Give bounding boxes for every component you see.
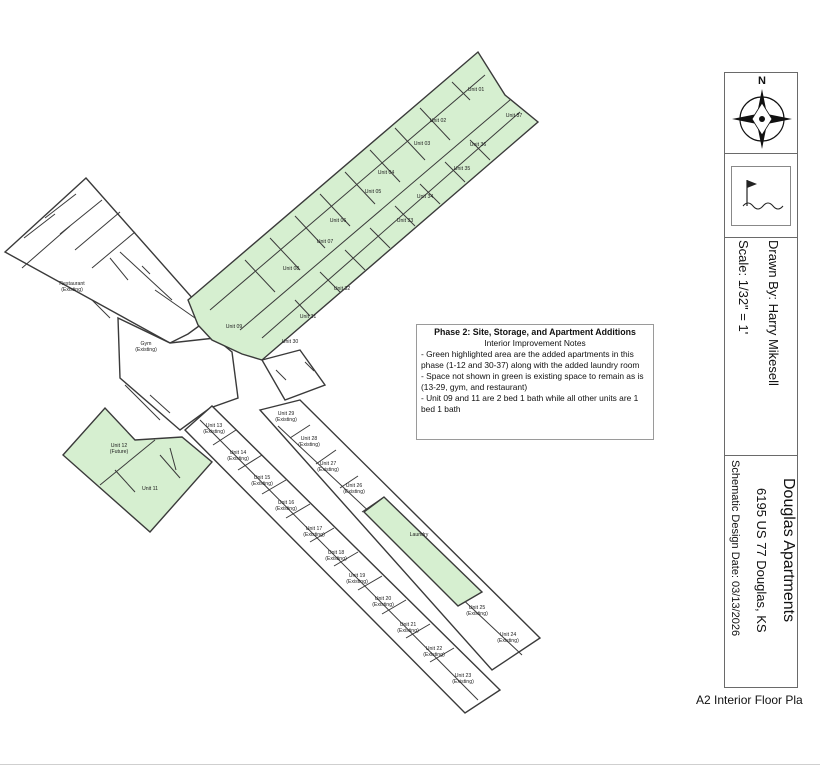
room-labels: Unit 01 Unit 37 Unit 02 Unit 36 Unit 03 … bbox=[59, 87, 522, 685]
planning-logo-icon bbox=[742, 180, 784, 210]
project-address: 6195 US 77 Douglas, KS bbox=[754, 488, 769, 633]
unit-24-label: Unit 24(Existing) bbox=[497, 632, 519, 644]
unit-29-label: Unit 29(Existing) bbox=[275, 411, 297, 423]
unit-26-label: Unit 26(Existing) bbox=[343, 483, 365, 495]
phase-date: Schematic Design Date: 03/13/2026 bbox=[729, 460, 741, 637]
interior-improvement-notes: Phase 2: Site, Storage, and Apartment Ad… bbox=[416, 324, 654, 440]
unit-21-label: Unit 21(Existing) bbox=[397, 622, 419, 634]
unit-19-label: Unit 19(Existing) bbox=[346, 573, 368, 585]
drawn-by: Drawn By: Harry Mikesell bbox=[766, 240, 781, 386]
southwest-wing bbox=[62, 406, 214, 533]
unit-14-label: Unit 14(Existing) bbox=[227, 450, 249, 462]
laundry-room bbox=[362, 496, 484, 607]
unit-01-label: Unit 01 bbox=[468, 87, 485, 93]
unit-02-label: Unit 02 bbox=[430, 118, 447, 124]
notes-line: - Unit 09 and 11 are 2 bed 1 bath while … bbox=[421, 393, 639, 414]
unit-23-label: Unit 23(Existing) bbox=[452, 673, 474, 685]
unit-08-label: Unit 08 bbox=[283, 266, 300, 272]
notes-line: - Space not shown in green is existing s… bbox=[421, 371, 644, 392]
notes-title: Phase 2: Site, Storage, and Apartment Ad… bbox=[434, 327, 636, 337]
unit-35-label: Unit 35 bbox=[454, 166, 471, 172]
lobby bbox=[260, 349, 327, 401]
unit-11-label: Unit 11 bbox=[142, 486, 158, 492]
unit-05-label: Unit 05 bbox=[365, 189, 382, 195]
unit-09-label: Unit 09 bbox=[226, 324, 243, 330]
laundry-label: Laundry bbox=[410, 532, 429, 538]
unit-37-label: Unit 37 bbox=[506, 113, 523, 119]
unit-32-label: Unit 32 bbox=[334, 286, 351, 292]
logo-box bbox=[725, 153, 797, 238]
restaurant-wing bbox=[3, 177, 212, 344]
sheet-label: A2 Interior Floor Pla bbox=[696, 693, 803, 707]
svg-text:N: N bbox=[758, 75, 766, 87]
north-arrow-icon: N bbox=[732, 75, 792, 149]
northeast-wing bbox=[187, 50, 540, 361]
gym-label: Gym(Existing) bbox=[135, 341, 157, 353]
notes-line: - Green highlighted area are the added a… bbox=[421, 349, 640, 370]
unit-13-label: Unit 13(Existing) bbox=[203, 423, 225, 435]
gym-area bbox=[117, 316, 239, 431]
unit-28-label: Unit 28(Existing) bbox=[298, 436, 320, 448]
project-name: Douglas Apartments bbox=[780, 478, 797, 623]
unit-34-label: Unit 34 bbox=[417, 194, 434, 200]
unit-25-label: Unit 25(Existing) bbox=[466, 605, 488, 617]
unit-06-label: Unit 06 bbox=[330, 218, 347, 224]
restaurant-label: Restaurant(Existing) bbox=[59, 281, 85, 293]
scale: Scale: 1/32" = 1' bbox=[736, 240, 751, 335]
unit-16-label: Unit 16(Existing) bbox=[275, 500, 297, 512]
unit-31-label: Unit 31 bbox=[300, 314, 317, 320]
drawn-by-scale-box: Drawn By: Harry Mikesell Scale: 1/32" = … bbox=[725, 237, 797, 456]
southeast-outer-wing bbox=[183, 405, 502, 714]
unit-33-label: Unit 33 bbox=[397, 218, 414, 224]
unit-36-label: Unit 36 bbox=[470, 142, 487, 148]
unit-18-label: Unit 18(Existing) bbox=[325, 550, 347, 562]
unit-17-label: Unit 17(Existing) bbox=[303, 526, 325, 538]
unit-12-label: Unit 12(Future) bbox=[110, 443, 129, 455]
unit-03-label: Unit 03 bbox=[414, 141, 431, 147]
unit-27-label: Unit 27(Existing) bbox=[317, 461, 339, 473]
unit-22-label: Unit 22(Existing) bbox=[423, 646, 445, 658]
unit-30-label: Unit 30 bbox=[282, 339, 299, 345]
notes-subtitle: Interior Improvement Notes bbox=[484, 338, 586, 348]
title-block: N Drawn By: Harry Mikesell Scale: 1/32" … bbox=[724, 72, 798, 688]
page-divider bbox=[0, 764, 820, 765]
unit-20-label: Unit 20(Existing) bbox=[372, 596, 394, 608]
project-info-box: Douglas Apartments 6195 US 77 Douglas, K… bbox=[725, 455, 797, 690]
unit-15-label: Unit 15(Existing) bbox=[251, 475, 273, 487]
unit-07-label: Unit 07 bbox=[317, 239, 334, 245]
unit-04-label: Unit 04 bbox=[378, 170, 395, 176]
